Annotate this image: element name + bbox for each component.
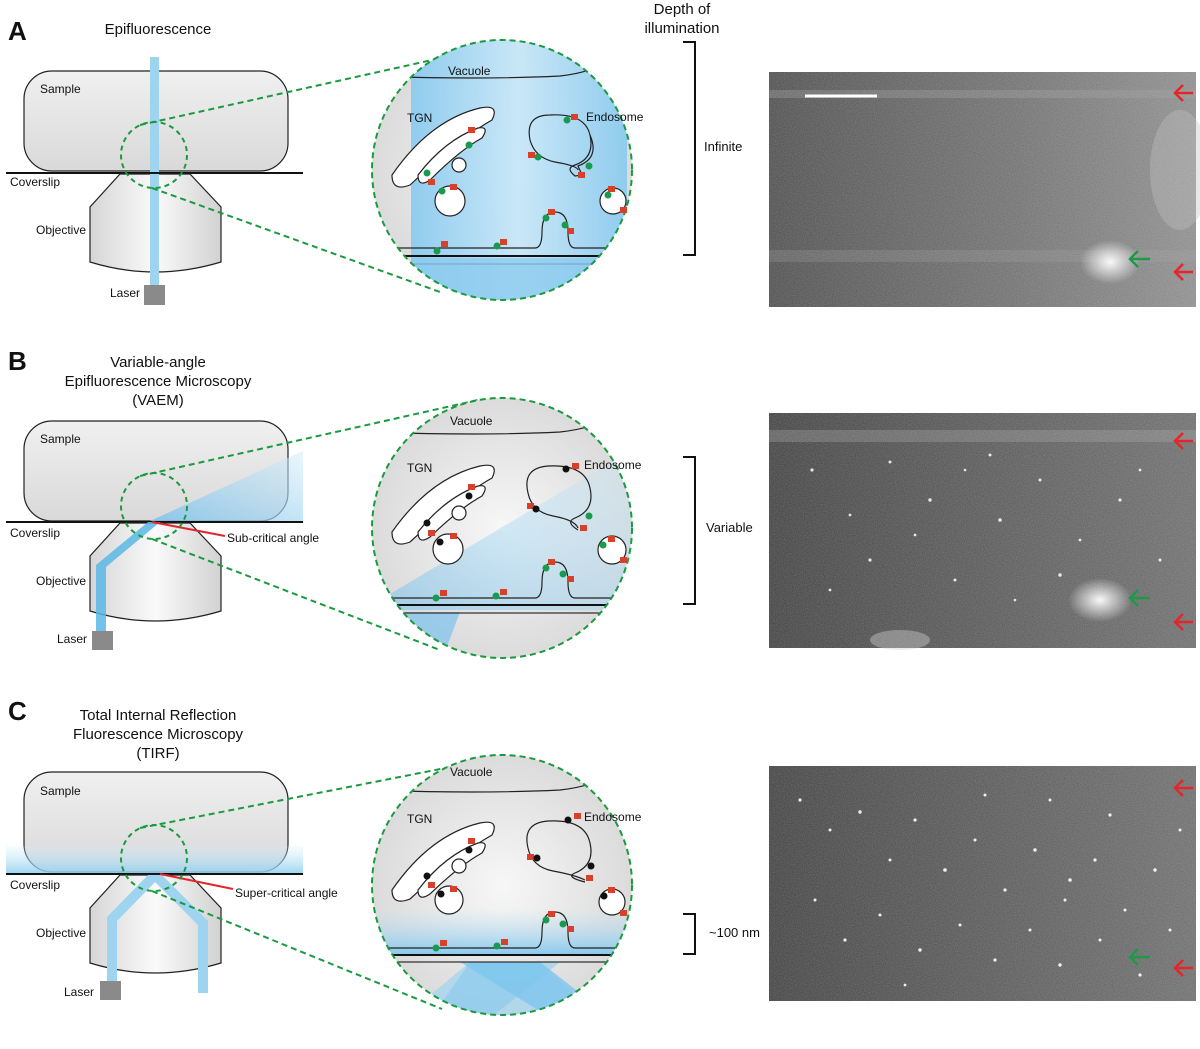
cell-detail-b bbox=[372, 398, 632, 658]
cell-detail-a bbox=[372, 40, 632, 300]
red-arrow-top bbox=[1173, 84, 1193, 102]
angle-pointer bbox=[151, 521, 226, 537]
panel-title-line3: (TIRF) bbox=[136, 745, 179, 762]
evanescent-field bbox=[6, 846, 303, 874]
zoom-line-bottom bbox=[151, 187, 441, 293]
coverslip-label: Coverslip bbox=[10, 878, 60, 892]
zoom-line-bottom bbox=[151, 538, 441, 651]
vacuole-label: Vacuole bbox=[448, 64, 491, 78]
sample-label: Sample bbox=[40, 432, 81, 446]
panel-a: A Epifluorescence Sample Coverslip Objec… bbox=[6, 16, 1200, 307]
red-arrow-bottom bbox=[1173, 263, 1193, 281]
oblique-beam bbox=[150, 451, 303, 521]
objective-lens bbox=[89, 874, 222, 974]
zoom-line-top bbox=[139, 761, 477, 829]
sample-label: Sample bbox=[40, 784, 81, 798]
receptors-c bbox=[423, 813, 627, 952]
laser-label: Laser bbox=[110, 286, 140, 300]
depth-value: ~100 nm bbox=[709, 925, 760, 940]
micrograph-a bbox=[769, 72, 1200, 307]
panel-c: C Total Internal Reflection Fluorescence… bbox=[6, 696, 1196, 1016]
zoom-line-bottom bbox=[151, 890, 443, 1010]
panel-letter: B bbox=[8, 346, 27, 376]
sample-label: Sample bbox=[40, 82, 81, 96]
panel-title-line2: Epifluorescence Microscopy bbox=[65, 373, 252, 390]
objective-label: Objective bbox=[36, 223, 86, 237]
laser-beam-objective bbox=[150, 174, 159, 286]
panel-letter: A bbox=[8, 16, 27, 46]
reflected-beam bbox=[148, 875, 208, 993]
panel-title-line1: Epifluorescence bbox=[105, 21, 212, 38]
coverslip-label: Coverslip bbox=[10, 526, 60, 540]
panel-title-line1: Variable-angle bbox=[110, 354, 206, 371]
endosome-label: Endosome bbox=[586, 110, 644, 124]
depth-title-line1: Depth of bbox=[654, 1, 712, 18]
angle-label: Sub-critical angle bbox=[227, 531, 319, 545]
objective-label: Objective bbox=[36, 574, 86, 588]
depth-bracket bbox=[683, 456, 696, 605]
receptors-a bbox=[423, 114, 627, 255]
cell-detail-c bbox=[372, 755, 632, 1015]
depth-value: Variable bbox=[706, 520, 753, 535]
red-arrow-top bbox=[1173, 432, 1193, 450]
objective-label: Objective bbox=[36, 926, 86, 940]
zoom-circle-large bbox=[371, 754, 633, 1016]
angle-label: Super-critical angle bbox=[235, 886, 338, 900]
panel-title-line2: Fluorescence Microscopy bbox=[73, 726, 244, 743]
tgn-label: TGN bbox=[407, 812, 432, 826]
zoom-circle-large bbox=[371, 39, 633, 301]
endosome-label: Endosome bbox=[584, 458, 642, 472]
laser-source bbox=[144, 285, 165, 305]
angle-pointer bbox=[159, 873, 234, 890]
red-arrow-bottom bbox=[1173, 613, 1193, 631]
endosome-label: Endosome bbox=[584, 810, 642, 824]
depth-bracket bbox=[683, 41, 696, 256]
laser-beam-objective bbox=[96, 522, 160, 632]
tgn-label: TGN bbox=[407, 111, 432, 125]
objective-lens bbox=[89, 522, 222, 622]
green-arrow bbox=[1128, 948, 1150, 966]
micrograph-c bbox=[769, 766, 1196, 1001]
vacuole-label: Vacuole bbox=[450, 414, 493, 428]
panel-title-line1: Total Internal Reflection bbox=[80, 707, 237, 724]
panel-letter: C bbox=[8, 696, 27, 726]
laser-label: Laser bbox=[57, 632, 87, 646]
zoom-line-top bbox=[139, 399, 479, 477]
panel-title-line3: (VAEM) bbox=[132, 392, 183, 409]
micrograph-b bbox=[769, 413, 1196, 650]
depth-bracket bbox=[683, 913, 696, 955]
laser-beam-objective bbox=[107, 875, 162, 983]
coverslip-label: Coverslip bbox=[10, 175, 60, 189]
zoom-circle-large bbox=[371, 397, 633, 659]
laser-source bbox=[100, 981, 121, 1000]
laser-source bbox=[92, 631, 113, 650]
green-arrow bbox=[1128, 589, 1150, 607]
red-arrow-bottom bbox=[1173, 959, 1193, 977]
green-arrow bbox=[1128, 250, 1150, 268]
vacuole-label: Vacuole bbox=[450, 765, 493, 779]
receptors-b bbox=[423, 463, 627, 602]
laser-label: Laser bbox=[64, 985, 94, 999]
zoom-line-top bbox=[139, 51, 469, 126]
depth-title-line2: illumination bbox=[644, 20, 719, 37]
panel-b: B Variable-angle Epifluorescence Microsc… bbox=[6, 346, 1196, 659]
tgn-label: TGN bbox=[407, 461, 432, 475]
depth-value: Infinite bbox=[704, 139, 742, 154]
red-arrow-top bbox=[1173, 779, 1193, 797]
